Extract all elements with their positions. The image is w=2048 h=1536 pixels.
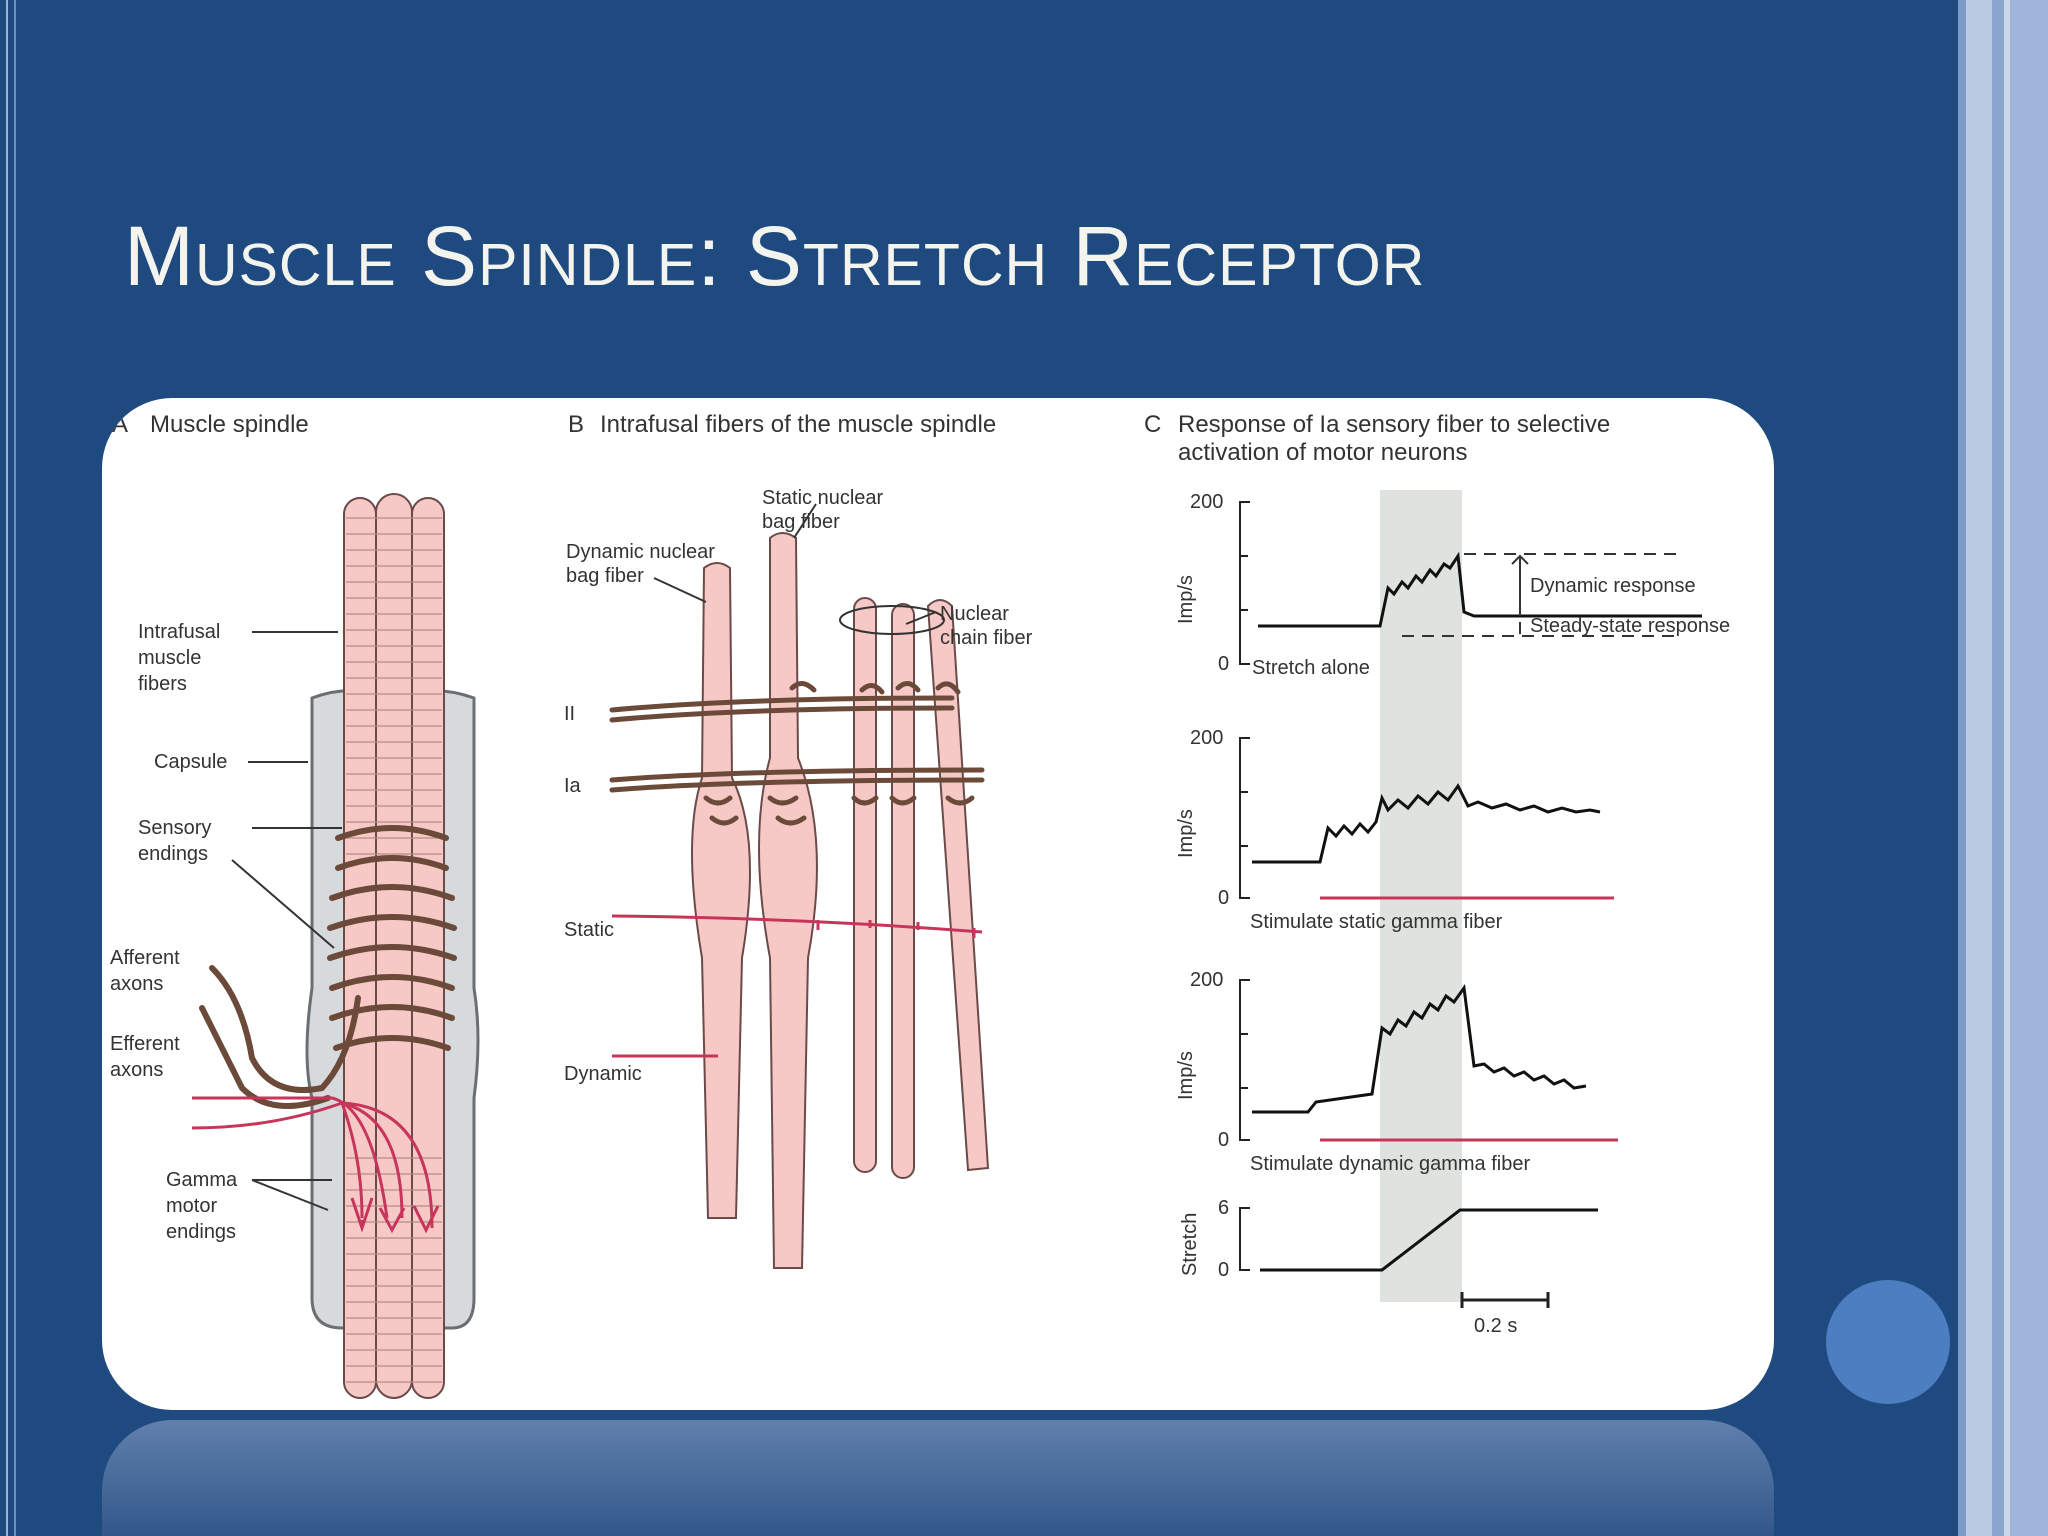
panel-a-label: A: [112, 411, 128, 438]
efferent-axons: [191, 1096, 434, 1229]
label-sensory-endings: Sensory endings: [138, 817, 217, 865]
figure-reflection: [102, 1420, 1774, 1536]
gamma-motor-endings: [350, 1197, 440, 1234]
label-dynamic-gamma: Stimulate dynamic gamma fiber: [1250, 1153, 1530, 1175]
right-border-stripe: [2010, 0, 2048, 1536]
tick-200: 200: [1190, 491, 1223, 513]
label-ia: Ia: [564, 775, 582, 797]
label-efferent-axons: Efferent axons: [110, 1033, 185, 1081]
tick-0: 0: [1218, 653, 1229, 675]
label-afferent-axons: Afferent axons: [110, 947, 185, 995]
right-border-stripe: [2004, 0, 2010, 1536]
nuclear-chain-fiber: [891, 603, 915, 1179]
static-gamma-axon: [611, 914, 983, 938]
stretch-ylabel: Stretch: [1179, 1213, 1201, 1276]
chain-fiber-ring: [839, 605, 945, 635]
label-dynamic-response: Dynamic response: [1530, 575, 1696, 597]
label-chain-fiber: Nuclear chain fiber: [940, 603, 1033, 649]
label-capsule: Capsule: [154, 751, 227, 773]
ylabel-imp-s: Imp/s: [1175, 575, 1197, 624]
ylabel-imp-s: Imp/s: [1175, 1051, 1197, 1100]
static-nuclear-bag-fiber: [758, 532, 818, 1269]
muscle-spindle-figure: A Muscle spindle: [102, 398, 1774, 1410]
stretch-tick-0: 0: [1218, 1259, 1229, 1281]
response-dashed-lines: [1402, 553, 1678, 637]
right-border-stripe: [1966, 0, 1992, 1536]
stretch-tick-6: 6: [1218, 1197, 1229, 1219]
tick-0: 0: [1218, 1129, 1229, 1151]
tick-200: 200: [1190, 727, 1223, 749]
panel-c-title-line2: activation of motor neurons: [1178, 439, 1468, 466]
slide-title: Muscle Spindle: Stretch Receptor: [124, 209, 1426, 303]
time-scale-bar: [1460, 1292, 1550, 1308]
panel-b-leaders: [653, 503, 937, 625]
label-static-bag: Static nuclear bag fiber: [762, 487, 889, 533]
sensory-endings: [327, 825, 457, 1051]
label-stretch-alone: Stretch alone: [1252, 657, 1370, 679]
panel-a-leaders: [231, 631, 342, 1211]
label-static-gamma: Stimulate static gamma fiber: [1250, 911, 1503, 933]
nuclear-chain-fiber: [926, 599, 990, 1172]
label-gamma-motor-endings: Gamma motor endings: [166, 1169, 243, 1243]
panel-a: A Muscle spindle: [110, 411, 480, 1399]
tick-200: 200: [1190, 969, 1223, 991]
fiber-striations: [346, 517, 442, 1383]
label-intrafusal: Intrafusal muscle fibers: [138, 621, 226, 695]
label-steady-state-response: Steady-state response: [1530, 615, 1730, 637]
afferent-axons: [199, 965, 361, 1109]
right-border-stripe: [1992, 0, 2004, 1536]
group-ii-axon: [609, 681, 961, 723]
right-border-stripe: [1958, 0, 1966, 1536]
nuclear-chain-fiber: [853, 597, 877, 1173]
label-dynamic: Dynamic: [564, 1063, 642, 1085]
decorative-circle: [1826, 1280, 1950, 1404]
trace-stretch: 6 0 Stretch 0.2 s: [1179, 1197, 1598, 1337]
ylabel-imp-s: Imp/s: [1175, 809, 1197, 858]
panel-b-label: B: [568, 411, 584, 438]
panel-c-label: C: [1144, 411, 1161, 438]
scale-bar-label: 0.2 s: [1474, 1315, 1517, 1337]
figure-svg: A Muscle spindle: [110, 411, 1730, 1399]
panel-c: C Response of Ia sensory fiber to select…: [1144, 411, 1730, 1337]
panel-b-title: Intrafusal fibers of the muscle spindle: [600, 411, 996, 438]
dynamic-nuclear-bag-fiber: [691, 562, 751, 1219]
panel-a-title: Muscle spindle: [150, 411, 309, 438]
label-dynamic-bag: Dynamic nuclear bag fiber: [566, 541, 721, 587]
label-ii: II: [564, 703, 575, 725]
tick-0: 0: [1218, 887, 1229, 909]
panel-b: B Intrafusal fibers of the muscle spindl…: [564, 411, 1033, 1269]
trace-dynamic-gamma: 200 0 Imp/s Stimulate dynamic gamma fibe…: [1175, 969, 1618, 1175]
left-border-line: [6, 0, 8, 1536]
label-static: Static: [564, 919, 614, 941]
left-border-line-inner: [14, 0, 16, 1536]
group-ia-axon: [609, 767, 985, 826]
trace-stretch-alone: 200 0 Imp/s Stretch alone Dynamic respon…: [1175, 491, 1730, 679]
panel-c-title-line1: Response of Ia sensory fiber to selectiv…: [1178, 411, 1610, 438]
stretch-period-shading: [1380, 490, 1462, 1302]
trace-static-gamma: 200 0 Imp/s Stimulate static gamma fiber: [1175, 727, 1614, 933]
